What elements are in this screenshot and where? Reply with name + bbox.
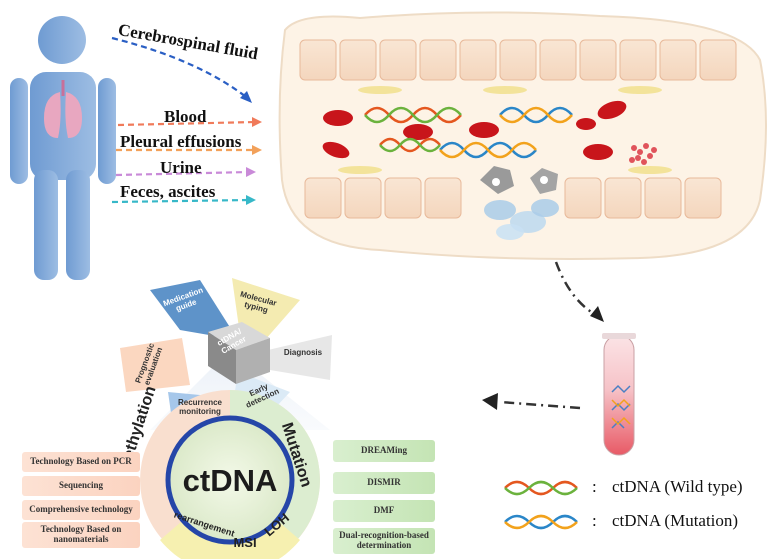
csf-arrow-head <box>240 91 252 103</box>
method-dual-recognition-box: Dual-recognition-based determination <box>333 528 435 554</box>
right-arm-shape <box>98 78 116 184</box>
ctdna-center-label: ctDNA <box>182 462 278 498</box>
feces-arrow-head <box>246 195 256 205</box>
tube-to-diagram-arrow <box>482 393 581 410</box>
msi-label: MSI <box>233 534 257 550</box>
head-shape <box>38 16 86 64</box>
dna-strands <box>364 106 573 159</box>
legend-wild-dna-icon <box>504 480 578 496</box>
legend-mutation-label: ctDNA (Mutation) <box>612 511 739 530</box>
method-comprehensive-box: Comprehensive technology <box>22 500 140 520</box>
blood-arrow <box>117 120 257 127</box>
blood-vessel-illustration <box>278 11 767 260</box>
method-sequencing-box: Sequencing <box>22 476 140 496</box>
method-dmf-box: DMF <box>333 500 435 522</box>
left-lung-shape <box>44 92 61 138</box>
legend-mutation-dna-icon <box>504 514 578 530</box>
feces-ascites-label: Feces, ascites <box>120 182 216 201</box>
method-dreaming-box: DREAMing <box>333 440 435 462</box>
platelet-cluster <box>629 143 657 165</box>
method-dismir-box: DISMIR <box>333 472 435 494</box>
wheel-center-disc <box>165 415 295 545</box>
molecular-typing-panel <box>232 278 300 340</box>
left-arm-shape <box>10 78 28 184</box>
ctdna-wheel <box>140 390 320 559</box>
torso-shape <box>30 72 96 180</box>
blood-arrow-head <box>252 117 262 127</box>
vessel-to-tube-arrow <box>554 261 604 322</box>
urine-arrow-head <box>246 167 256 177</box>
tumor-cells <box>480 166 559 240</box>
source-arrows <box>111 36 262 205</box>
diagnosis-panel <box>268 335 332 380</box>
pleural-arrow-head <box>252 145 262 155</box>
pleural-effusions-label: Pleural effusions <box>120 132 242 151</box>
human-body-icon <box>10 16 116 280</box>
top-cell-row <box>299 39 737 94</box>
method-nanomaterials-box: Technology Based on nanomaterials <box>22 522 140 548</box>
red-blood-cells <box>322 100 627 160</box>
medication-guide-panel <box>150 280 238 340</box>
test-tube-icon <box>602 333 636 456</box>
prognostic-evaluation-panel <box>120 338 190 392</box>
legend-wild-type-label: ctDNA (Wild type) <box>612 477 743 496</box>
method-pcr-box: Technology Based on PCR <box>22 452 140 472</box>
csf-arrow <box>111 36 251 101</box>
right-leg-shape <box>66 170 90 280</box>
diagnosis-label: Diagnosis <box>283 347 323 357</box>
legend-colon-wild: : <box>592 477 597 496</box>
legend-colon-mutation: : <box>592 511 597 530</box>
left-leg-shape <box>34 170 58 280</box>
right-lung-shape <box>65 92 82 138</box>
recurrence-monitoring-label: Recurrence monitoring <box>177 398 223 416</box>
bottom-cell-row <box>304 166 722 219</box>
blood-label: Blood <box>164 107 207 126</box>
urine-label: Urine <box>160 158 202 177</box>
feces-arrow <box>111 198 251 204</box>
urine-arrow <box>115 170 251 177</box>
center-cube <box>208 322 270 384</box>
